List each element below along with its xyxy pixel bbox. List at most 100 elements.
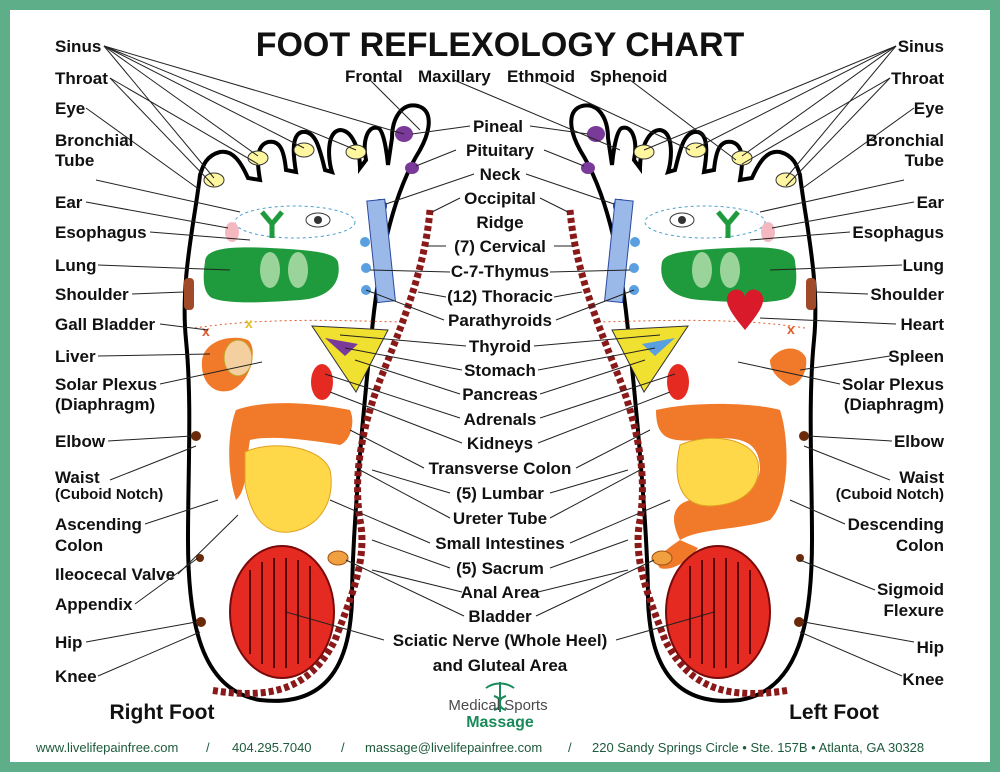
- left-thoracic-bar: [604, 198, 634, 304]
- left-heart: [726, 289, 764, 330]
- right-toe-sinus-circles: [203, 142, 367, 188]
- leader-lines: [85, 45, 915, 677]
- left-bladder: [651, 550, 673, 566]
- left-hip: [794, 617, 804, 627]
- label-bladder: Bladder: [468, 607, 532, 626]
- caduceus-icon: [485, 682, 515, 712]
- right-bladder: [327, 550, 349, 566]
- left-foot: x: [566, 103, 818, 703]
- label-shoulder-right: Shoulder: [870, 285, 944, 304]
- right-colon: [229, 403, 353, 500]
- label-knee-right: Knee: [902, 670, 944, 689]
- left-foot-title: Left Foot: [789, 701, 879, 724]
- label-thyroid: Thyroid: [469, 337, 531, 356]
- label-transverse: Transverse Colon: [429, 459, 572, 478]
- label-eye-left: Eye: [55, 99, 85, 118]
- left-spine: [566, 209, 791, 697]
- label-stomach: Stomach: [464, 361, 536, 380]
- label-sinus-right: Sinus: [898, 37, 944, 56]
- label-parathyroids: Parathyroids: [448, 311, 552, 330]
- right-thoracic-bar: [366, 198, 396, 304]
- label-cervical: (7) Cervical: [454, 237, 546, 256]
- footer-website[interactable]: www.livelifepainfree.com: [35, 740, 178, 755]
- label-knee-left: Knee: [55, 667, 97, 686]
- label-ear-left: Ear: [55, 193, 83, 212]
- label-ascending-1: Ascending: [55, 515, 142, 534]
- left-waist: [796, 554, 804, 562]
- label-pineal: Pineal: [473, 117, 523, 136]
- svg-text:x: x: [245, 315, 253, 331]
- label-spleen: Spleen: [888, 347, 944, 366]
- left-heel: [665, 545, 771, 679]
- footer-panel: [10, 732, 990, 762]
- left-bronchial: [716, 210, 740, 238]
- label-occipital-2: Ridge: [476, 213, 523, 232]
- left-diaphragm-line: [599, 319, 806, 329]
- label-bronchial-right-2: Tube: [905, 151, 944, 170]
- label-elbow-right: Elbow: [894, 432, 945, 451]
- footer-email[interactable]: massage@livelifepainfree.com: [365, 740, 542, 755]
- label-sacrum: (5) Sacrum: [456, 559, 544, 578]
- label-appendix: Appendix: [55, 595, 133, 614]
- label-waist-right-1: Waist: [899, 468, 944, 487]
- right-small-intestine: [244, 445, 332, 533]
- right-spine: [209, 209, 434, 697]
- label-occipital-1: Occipital: [464, 189, 536, 208]
- label-sinus-left: Sinus: [55, 37, 101, 56]
- left-pituitary: [581, 162, 595, 174]
- footer-phone[interactable]: 404.295.7040: [232, 740, 312, 755]
- label-neck: Neck: [480, 165, 521, 184]
- left-colon: [656, 403, 787, 540]
- label-solar-right-1: Solar Plexus: [842, 375, 944, 394]
- label-ethmoid: Ethmoid: [507, 67, 575, 86]
- right-hip: [196, 617, 206, 627]
- label-waist-right-2: (Cuboid Notch): [836, 486, 944, 503]
- logo-line1: Medical Sports: [448, 697, 547, 714]
- left-foot-labels: Sinus Throat Eye Bronchial Tube Ear Esop…: [836, 37, 945, 689]
- label-throat-right: Throat: [891, 69, 944, 88]
- left-toe-sinus-circles: [633, 142, 797, 188]
- label-waist-left-1: Waist: [55, 468, 100, 487]
- label-ureter: Ureter Tube: [453, 509, 547, 528]
- logo-line2: Massage: [466, 714, 534, 731]
- svg-text:x: x: [787, 321, 795, 337]
- footer-address: 220 Sandy Springs Circle • Ste. 157B • A…: [592, 740, 924, 755]
- label-descending-1: Descending: [848, 515, 944, 534]
- label-ear-right: Ear: [917, 193, 945, 212]
- inner-panel: [10, 10, 990, 732]
- label-shoulder-left: Shoulder: [55, 285, 129, 304]
- right-elbow: [191, 431, 201, 441]
- label-bronchial-left-1: Bronchial: [55, 131, 133, 150]
- label-bronchial-left-2: Tube: [55, 151, 94, 170]
- center-labels: Pineal Pituitary Neck Occipital Ridge (7…: [393, 117, 607, 675]
- label-ileocecal: Ileocecal Valve: [55, 565, 175, 584]
- footer-sep-1: /: [206, 740, 210, 755]
- label-pancreas: Pancreas: [462, 385, 538, 404]
- label-sigmoid-2: Flexure: [884, 601, 944, 620]
- label-thoracic: (12) Thoracic: [447, 287, 553, 306]
- footer-sep-3: /: [568, 740, 572, 755]
- label-maxillary: Maxillary: [418, 67, 491, 86]
- label-solar-right-2: (Diaphragm): [844, 395, 944, 414]
- label-heart: Heart: [901, 315, 945, 334]
- label-esophagus-left: Esophagus: [55, 223, 147, 242]
- right-foot-labels: Sinus Throat Eye Bronchial Tube Ear Esop…: [55, 37, 175, 686]
- label-sigmoid-1: Sigmoid: [877, 580, 944, 599]
- label-sphenoid: Sphenoid: [590, 67, 667, 86]
- svg-text:x: x: [202, 323, 210, 339]
- right-heel: [229, 545, 335, 679]
- label-small-intestines: Small Intestines: [435, 534, 564, 553]
- label-adrenals: Adrenals: [464, 410, 537, 429]
- label-sciatic-1: Sciatic Nerve (Whole Heel): [393, 631, 607, 650]
- label-waist-left-2: (Cuboid Notch): [55, 486, 163, 503]
- label-gall-bladder: Gall Bladder: [55, 315, 156, 334]
- chart-title: FOOT REFLEXOLOGY CHART: [256, 26, 745, 64]
- left-small-intestine: [676, 437, 759, 507]
- label-lumbar: (5) Lumbar: [456, 484, 544, 503]
- label-elbow-left: Elbow: [55, 432, 106, 451]
- label-throat-left: Throat: [55, 69, 108, 88]
- right-diaphragm-line: [194, 319, 401, 329]
- label-hip-left: Hip: [55, 633, 82, 652]
- label-lung-left: Lung: [55, 256, 97, 275]
- label-ascending-2: Colon: [55, 536, 103, 555]
